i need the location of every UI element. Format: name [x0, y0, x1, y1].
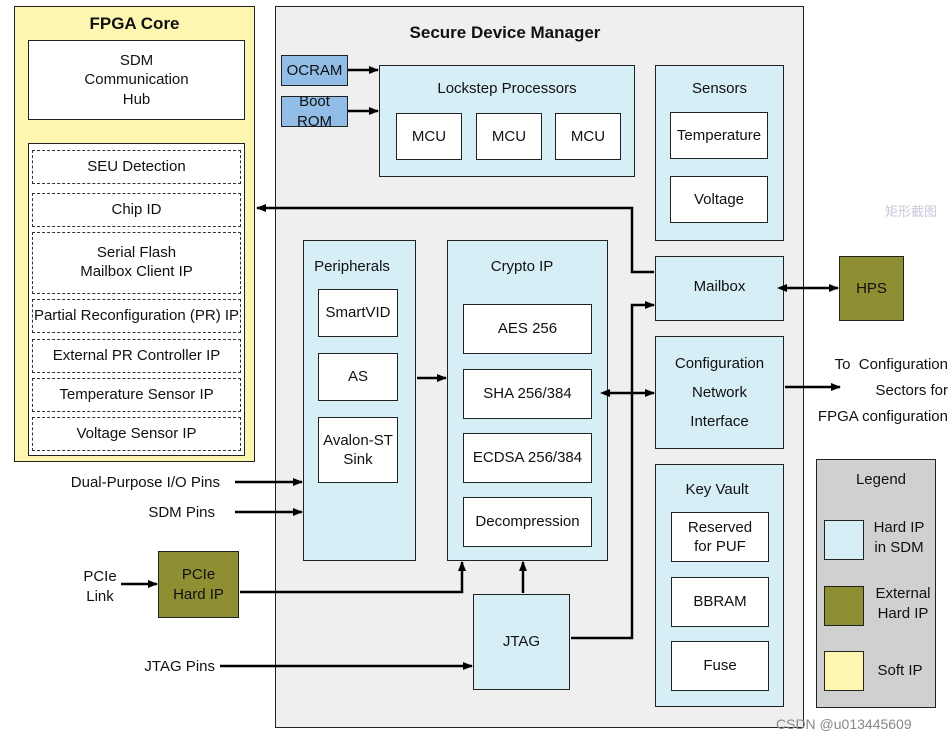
avalon-st-sink: Avalon-ST Sink: [318, 417, 398, 483]
key-vault-title: Key Vault: [685, 481, 749, 498]
sensors-title: Sensors: [691, 80, 748, 97]
ecdsa-256-384: ECDSA 256/384: [463, 433, 592, 483]
legend-swatch-soft-ip: [824, 651, 864, 691]
as: AS: [318, 353, 398, 401]
peripherals-title: Peripherals: [314, 258, 390, 275]
bbram: BBRAM: [671, 577, 769, 627]
sdm-communication-hub: SDM Communication Hub: [28, 40, 245, 120]
legend-label-hard-ip: Hard IP in SDM: [873, 519, 925, 556]
boot-rom: Boot ROM: [281, 93, 348, 130]
sdm-title: Secure Device Manager: [409, 23, 601, 42]
sha-256-384: SHA 256/384: [463, 369, 592, 419]
voltage-sensor-ip: Voltage Sensor IP: [32, 417, 241, 451]
jtag-pins-label: JTAG Pins: [144, 658, 215, 675]
legend-swatch-hard-ip: [824, 520, 864, 560]
dual-purpose-io-pins-label: Dual-Purpose I/O Pins: [70, 474, 220, 491]
legend-label-soft-ip: Soft IP: [877, 662, 923, 679]
seu-detection: SEU Detection: [32, 150, 241, 184]
screenshot-watermark-top: 矩形截图: [885, 204, 938, 219]
mailbox: Mailbox: [655, 256, 784, 321]
fpga-core-title: FPGA Core: [89, 14, 180, 33]
mcu-2: MCU: [476, 113, 542, 160]
mcu-3: MCU: [555, 113, 621, 160]
hps: HPS: [839, 256, 904, 321]
smartvid: SmartVID: [318, 289, 398, 337]
sdm-pins-label: SDM Pins: [148, 504, 215, 521]
jtag: JTAG: [473, 594, 570, 690]
decompression: Decompression: [463, 497, 592, 547]
aes-256: AES 256: [463, 304, 592, 354]
pcie-link-label: PCIe Link: [83, 568, 117, 605]
lockstep-title: Lockstep Processors: [437, 80, 577, 97]
fuse: Fuse: [671, 641, 769, 691]
to-configuration-sectors-label: To Configuration Sectors for FPGA config…: [817, 356, 948, 425]
chip-id: Chip ID: [32, 193, 241, 227]
partial-reconfiguration-ip: Partial Reconfiguration (PR) IP: [32, 299, 241, 333]
reserved-for-puf: Reserved for PUF: [671, 512, 769, 562]
ocram: OCRAM: [281, 55, 348, 86]
legend-title: Legend: [855, 471, 907, 488]
configuration-network-interface: Configuration Network Interface: [655, 336, 784, 449]
pcie-hard-ip: PCIe Hard IP: [158, 551, 239, 618]
csdn-watermark: CSDN @u013445609: [776, 716, 912, 732]
legend: [816, 459, 936, 708]
mcu-1: MCU: [396, 113, 462, 160]
sensor-temperature: Temperature: [670, 112, 768, 159]
crypto-title: Crypto IP: [490, 258, 554, 275]
legend-swatch-external-hard-ip: [824, 586, 864, 626]
sensor-voltage: Voltage: [670, 176, 768, 223]
legend-label-external-hard-ip: External Hard IP: [875, 585, 931, 622]
temperature-sensor-ip: Temperature Sensor IP: [32, 378, 241, 412]
external-pr-controller-ip: External PR Controller IP: [32, 339, 241, 373]
serial-flash-mailbox-client-ip: Serial Flash Mailbox Client IP: [32, 232, 241, 294]
